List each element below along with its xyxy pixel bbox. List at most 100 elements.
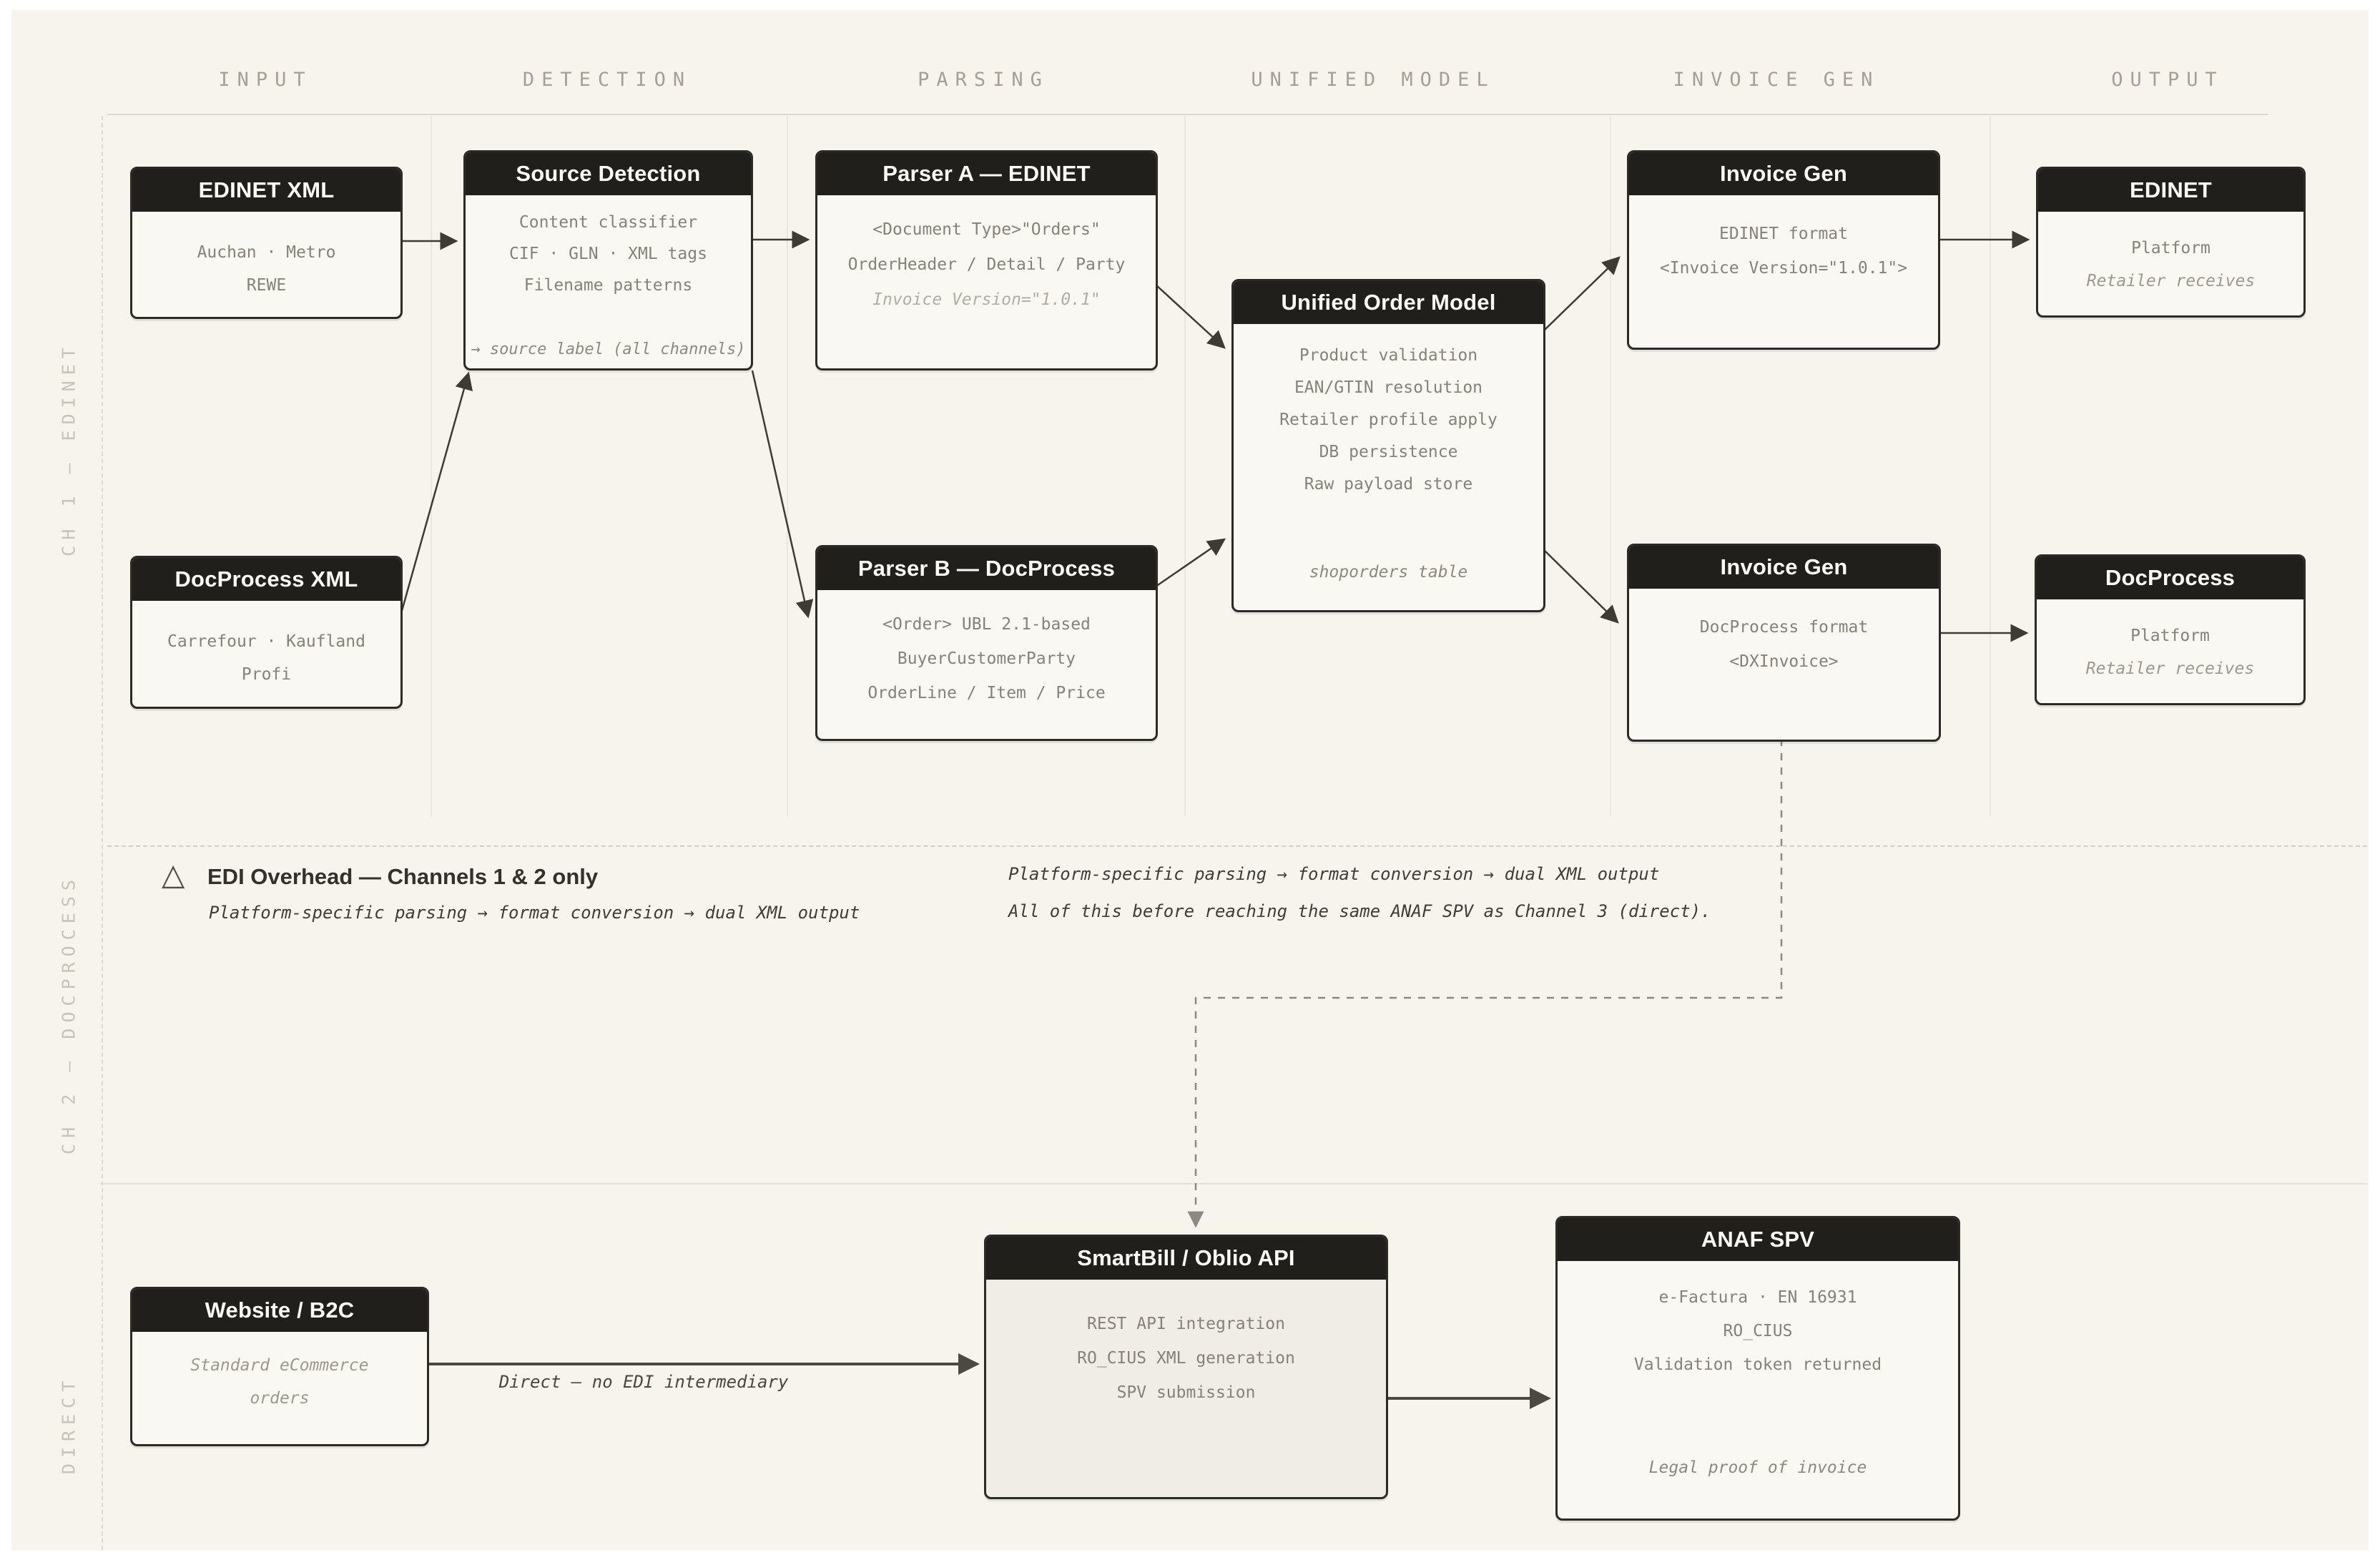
box-line: Platform [2131, 239, 2211, 257]
box-line: <Invoice Version="1.0.1"> [1659, 259, 1908, 278]
box-website-b2c-body: Standard eCommerce orders [132, 1332, 427, 1415]
box-invoice-gen-docprocess-title: Invoice Gen [1629, 546, 1939, 589]
box-source-detection-title: Source Detection [466, 152, 751, 195]
box-line: REST API integration [1087, 1315, 1285, 1333]
box-invoice-gen-docprocess-body: DocProcess format <DXInvoice> [1629, 589, 1939, 679]
box-line: RO_CIUS [1723, 1322, 1793, 1340]
box-line: Retailer receives [2086, 272, 2256, 290]
box-parser-b-title: Parser B — DocProcess [817, 547, 1156, 590]
box-source-detection-body: Content classifier CIF · GLN · XML tags … [466, 195, 751, 301]
box-website-b2c: Website / B2C Standard eCommerce orders [130, 1287, 429, 1446]
box-edinet-output-body: Platform Retailer receives [2038, 212, 2303, 298]
column-header-invoice-gen: INVOICE GEN [1673, 69, 1880, 91]
channel-label-ch1-edinet: CH 1 — EDINET [58, 342, 79, 556]
box-line: <DXInvoice> [1729, 652, 1839, 671]
box-anaf-spv-title: ANAF SPV [1558, 1218, 1958, 1261]
box-line: Raw payload store [1304, 475, 1473, 494]
mid-note-line-2: All of this before reaching the same ANA… [1008, 901, 1711, 921]
box-line: Carrefour · Kaufland [167, 632, 365, 651]
box-line: Platform [2130, 627, 2210, 645]
warning-triangle-icon: △ [162, 857, 185, 892]
box-invoice-gen-edinet-title: Invoice Gen [1629, 152, 1938, 195]
column-header-unified-model: UNIFIED MODEL [1251, 69, 1495, 91]
column-separator [787, 116, 788, 817]
box-parser-b-body: <Order> UBL 2.1-based BuyerCustomerParty… [817, 590, 1156, 710]
channel-label-direct: DIRECT [58, 1375, 79, 1475]
column-separator [431, 116, 432, 817]
box-invoice-gen-edinet: Invoice Gen EDINET format <Invoice Versi… [1627, 150, 1940, 350]
box-line: <Document Type>"Orders" [872, 220, 1101, 239]
edi-overhead-subtitle: Platform-specific parsing → format conve… [209, 903, 860, 923]
box-source-detection: Source Detection Content classifier CIF … [463, 150, 753, 371]
dashed-connector-invoicegen-to-smartbill [1187, 739, 1783, 1228]
box-docprocess-xml-body: Carrefour · Kaufland Profi [132, 601, 400, 691]
box-anaf-spv-body: e-Factura · EN 16931 RO_CIUS Validation … [1558, 1261, 1958, 1382]
box-docprocess-xml-title: DocProcess XML [132, 558, 400, 601]
box-edinet-output: EDINET Platform Retailer receives [2036, 167, 2306, 318]
box-line: Standard eCommerce [190, 1356, 369, 1375]
box-line: OrderHeader / Detail / Party [847, 255, 1126, 274]
column-header-detection: DETECTION [522, 69, 692, 91]
box-anaf-spv-note: Legal proof of invoice [1648, 1458, 1867, 1477]
arrow-unifiedmodel-to-invoicegen-docprocess [1543, 549, 1619, 624]
box-line: SPV submission [1116, 1383, 1256, 1402]
box-edinet-output-title: EDINET [2038, 169, 2303, 212]
box-website-b2c-title: Website / B2C [132, 1289, 427, 1332]
column-separator [1610, 116, 1611, 817]
channel-label-ch2-docprocess: CH 2 — DOCPROCESS [58, 874, 79, 1154]
edi-overhead-title: EDI Overhead — Channels 1 & 2 only [207, 864, 599, 889]
box-anaf-spv: ANAF SPV e-Factura · EN 16931 RO_CIUS Va… [1555, 1216, 1960, 1521]
box-line: DocProcess format [1699, 618, 1869, 637]
box-line: Filename patterns [523, 276, 693, 295]
column-header-parsing: PARSING [918, 69, 1049, 91]
box-line: REWE [246, 276, 287, 295]
header-divider [107, 114, 2268, 115]
box-line: Product validation [1299, 346, 1478, 365]
box-line: Validation token returned [1633, 1355, 1882, 1374]
box-docprocess-output-title: DocProcess [2037, 556, 2303, 599]
box-unified-order-model-title: Unified Order Model [1234, 281, 1543, 324]
left-margin-guide [102, 116, 103, 1550]
arrow-sourcedetection-to-parserb [751, 370, 814, 619]
box-edinet-xml-body: Auchan · Metro REWE [132, 212, 400, 302]
direct-edge-label: Direct — no EDI intermediary [498, 1372, 789, 1392]
column-header-output: OUTPUT [2111, 69, 2224, 91]
box-parser-a-body: <Document Type>"Orders" OrderHeader / De… [817, 195, 1156, 318]
box-line: orders [250, 1389, 310, 1408]
box-line: <Order> UBL 2.1-based [882, 615, 1091, 634]
box-parser-a: Parser A — EDINET <Document Type>"Orders… [815, 150, 1158, 371]
box-smartbill-oblio-api: SmartBill / Oblio API REST API integrati… [984, 1235, 1388, 1499]
box-line: Profi [241, 665, 292, 684]
box-invoice-gen-edinet-body: EDINET format <Invoice Version="1.0.1"> [1629, 195, 1938, 285]
box-parser-b: Parser B — DocProcess <Order> UBL 2.1-ba… [815, 545, 1158, 741]
box-edinet-xml: EDINET XML Auchan · Metro REWE [130, 167, 403, 319]
ch2-direct-divider [100, 1183, 2367, 1184]
box-line: CIF · GLN · XML tags [509, 245, 707, 263]
arrow-unifiedmodel-to-invoicegen-edinet [1543, 256, 1621, 332]
box-line: OrderLine / Item / Price [867, 684, 1106, 702]
arrow-parserb-to-unifiedmodel [1155, 538, 1226, 588]
box-line: Retailer profile apply [1279, 411, 1498, 429]
ch1-ch2-divider [107, 845, 2367, 847]
box-edinet-xml-title: EDINET XML [132, 169, 400, 212]
box-line: Invoice Version="1.0.1" [872, 290, 1101, 309]
column-separator [1184, 116, 1186, 817]
box-invoice-gen-docprocess: Invoice Gen DocProcess format <DXInvoice… [1627, 544, 1941, 742]
column-header-input: INPUT [218, 69, 313, 91]
box-line: Content classifier [518, 213, 698, 232]
box-smartbill-oblio-api-body: REST API integration RO_CIUS XML generat… [986, 1280, 1386, 1410]
box-line: RO_CIUS XML generation [1077, 1349, 1295, 1368]
arrow-docprocessxml-to-sourcedetection [398, 371, 473, 622]
box-docprocess-output: DocProcess Platform Retailer receives [2035, 554, 2306, 705]
box-source-detection-note: → source label (all channels) [471, 340, 746, 358]
box-line: DB persistence [1319, 443, 1458, 461]
column-separator [1990, 116, 1991, 817]
box-line: Retailer receives [2085, 659, 2255, 678]
box-line: EDINET format [1718, 225, 1848, 243]
arrow-parsera-to-unifiedmodel [1155, 284, 1226, 349]
box-line: BuyerCustomerParty [897, 649, 1076, 668]
box-parser-a-title: Parser A — EDINET [817, 152, 1156, 195]
box-line: EAN/GTIN resolution [1294, 378, 1483, 397]
